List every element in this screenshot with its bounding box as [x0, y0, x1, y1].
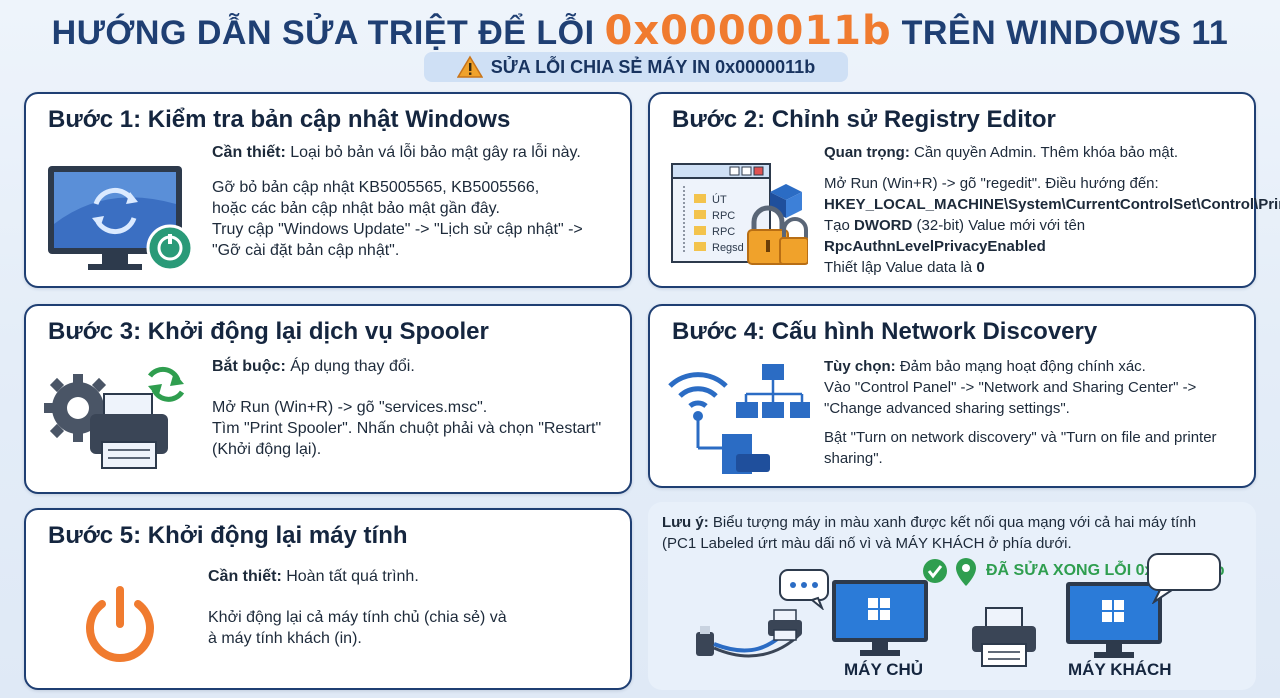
step5-line: Khởi động lại cả máy tính chủ (chia sẻ) … — [208, 609, 507, 626]
client-label: MÁY KHÁCH — [1068, 660, 1172, 679]
step4-lead-text: Đảm bảo mạng hoạt động chính xác. — [895, 358, 1146, 375]
step4-line: Vào "Control Panel" -> "Network and Shar… — [824, 379, 1197, 396]
step1-body: Cần thiết: Loại bỏ bản vá lỗi bảo mật gâ… — [212, 142, 622, 261]
step3-card: Bước 3: Khởi động lại dịch vụ Spooler Bắ… — [24, 304, 632, 494]
step4-lead-bold: Tùy chọn: — [824, 358, 896, 375]
title-prefix: HƯỚNG DẪN SỬA TRIỆT ĐỂ LỖI — [51, 14, 595, 52]
location-pin-icon — [956, 558, 976, 586]
registry-path: HKEY_LOCAL_MACHINE\System\CurrentControl… — [824, 196, 1280, 213]
step1-line: hoặc các bản cập nhật bảo mật gần đây. — [212, 200, 500, 217]
step2-lead-bold: Quan trọng: — [824, 144, 910, 161]
speech-bubble-icon — [1147, 553, 1221, 604]
subtitle-banner: SỬA LỖI CHIA SẺ MÁY IN 0x0000011b — [424, 52, 848, 82]
step4-body: Tùy chọn: Đảm bảo mạng hoạt động chính x… — [824, 356, 1252, 469]
shared-printer-icon — [972, 607, 1036, 667]
error-code: 0x0000011b — [604, 8, 892, 54]
note-line2: (PC1 Labeled ứrt màu dấi nố vì và MÁY KH… — [662, 535, 1072, 552]
step3-line: (Khởi động lại). — [212, 441, 322, 458]
windows-update-icon — [48, 166, 194, 272]
step2-line3-a: Tạo — [824, 217, 855, 234]
step3-title: Bước 3: Khởi động lại dịch vụ Spooler — [48, 318, 489, 345]
step1-lead-bold: Cần thiết: — [212, 144, 286, 161]
step5-body: Cần thiết: Hoàn tất quá trình. Khởi động… — [208, 566, 618, 649]
chat-bubble-icon — [779, 569, 829, 610]
step5-title: Bước 5: Khởi động lại máy tính — [48, 522, 408, 549]
printer-service-icon — [44, 366, 185, 469]
step2-card: Bước 2: Chỉnh sử Registry Editor ÚT RPC … — [648, 92, 1280, 288]
host-label: MÁY CHỦ — [844, 660, 924, 679]
network-cable-icon — [696, 609, 802, 658]
step2-line4-a: Thiết lập Value data là — [824, 259, 977, 276]
registry-editor-icon — [671, 163, 808, 265]
tree-item: ÚT — [712, 194, 727, 206]
step1-title: Bước 1: Kiểm tra bản cập nhật Windows — [48, 106, 511, 133]
check-icon — [923, 559, 947, 583]
note-text: Lưu ý: Biểu tượng máy in màu xanh được k… — [662, 512, 1252, 554]
warning-icon — [456, 55, 483, 78]
step3-lead-text: Áp dụng thay đổi. — [285, 358, 415, 375]
power-icon — [86, 586, 154, 662]
step3-line: Mở Run (Win+R) -> gõ "services.msc". — [212, 399, 488, 416]
step3-lead-bold: Bắt buộc: — [212, 358, 286, 375]
step5-line: à máy tính khách (in). — [208, 630, 362, 647]
step2-lead-text: Cần quyền Admin. Thêm khóa bảo mật. — [909, 144, 1179, 161]
note-bold: Lưu ý: — [662, 514, 709, 531]
step2-value-data: 0 — [976, 259, 985, 276]
page-title: HƯỚNG DẪN SỬA TRIỆT ĐỂ LỖI 0x0000011b TR… — [0, 8, 1280, 56]
step1-lead-text: Loại bỏ bản vá lỗi bảo mật gây ra lỗi nà… — [285, 144, 581, 161]
step1-line: Gỡ bỏ bản cập nhật KB5005565, KB5005566, — [212, 179, 540, 196]
step2-line3-b: DWORD — [854, 217, 913, 234]
host-computer-icon — [832, 580, 928, 656]
step1-line: Truy cập "Windows Update" -> "Lịch sử cậ… — [212, 221, 583, 238]
subtitle-text: SỬA LỖI CHIA SẺ MÁY IN 0x0000011b — [490, 56, 816, 77]
step2-line1: Mở Run (Win+R) -> gõ "regedit". Điều hướ… — [824, 175, 1159, 192]
step2-body: Quan trọng: Cần quyền Admin. Thêm khóa b… — [824, 142, 1280, 278]
network-discovery-icon — [668, 364, 810, 474]
title-suffix: TRÊN WINDOWS 11 — [901, 14, 1229, 52]
step5-lead-text: Hoàn tất quá trình. — [281, 568, 419, 585]
step1-line: "Gỡ cài đặt bản cập nhật". — [212, 242, 400, 259]
step4-line: "Change advanced sharing settings". — [824, 400, 1070, 417]
step2-line3-c: (32-bit) Value mới với tên — [912, 217, 1086, 234]
client-computer-icon — [1066, 582, 1162, 658]
step5-card: Bước 5: Khởi động lại máy tính Cần thiết… — [24, 508, 632, 690]
note-panel: Lưu ý: Biểu tượng máy in màu xanh được k… — [648, 502, 1256, 690]
step3-line: Tìm "Print Spooler". Nhấn chuột phải và … — [212, 420, 602, 437]
step2-value-name: RpcAuthnLevelPrivacyEnabled — [824, 238, 1046, 255]
step5-lead-bold: Cần thiết: — [208, 568, 282, 585]
step1-card: Bước 1: Kiểm tra bản cập nhật Windows Cầ… — [24, 92, 632, 288]
step4-line: Bật "Turn on network discovery" và "Turn… — [824, 429, 1217, 446]
step4-card: Bước 4: Cấu hình Network Discovery Tùy c… — [648, 304, 1256, 488]
tree-item: Regsd — [712, 242, 744, 254]
registry-tree: ÚT RPC RPC Regsd — [712, 192, 744, 256]
note-line1: Biểu tượng máy in màu xanh được kết nối … — [708, 514, 1197, 531]
step4-line: sharing". — [824, 450, 883, 467]
step3-body: Bắt buộc: Áp dụng thay đổi. Mở Run (Win+… — [212, 356, 628, 460]
step2-title: Bước 2: Chỉnh sử Registry Editor — [672, 106, 1056, 133]
tree-item: RPC — [712, 226, 736, 238]
step4-title: Bước 4: Cấu hình Network Discovery — [672, 318, 1098, 345]
tree-item: RPC — [712, 210, 736, 222]
